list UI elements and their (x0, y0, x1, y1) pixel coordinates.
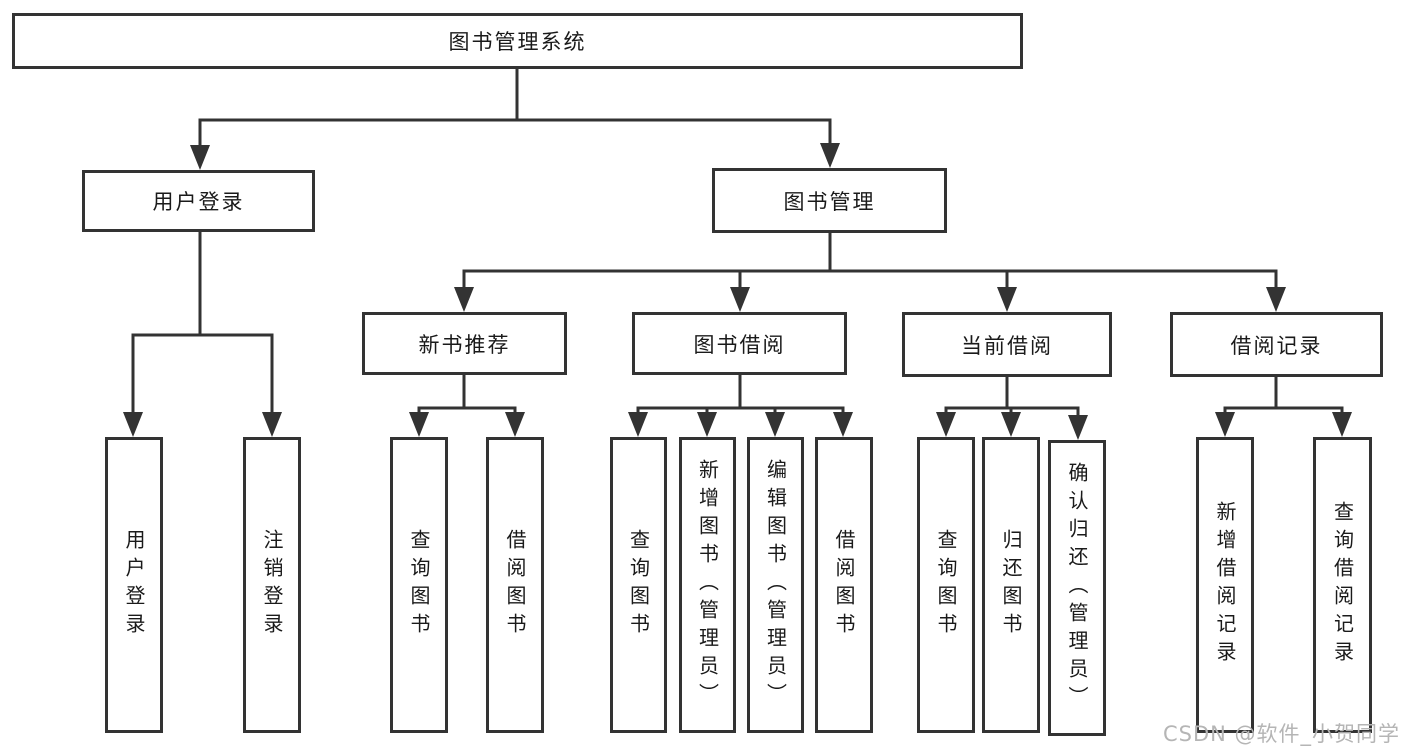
edge-records-tee (1223, 406, 1344, 414)
arrowhead-icon (730, 287, 750, 312)
arrowhead-icon (1215, 412, 1235, 437)
leaf-logout: 注销登录 (243, 437, 301, 733)
edge-bookmgmt-tee (462, 269, 1278, 292)
node-user-login: 用户登录 (82, 170, 315, 232)
arrowhead-icon (833, 412, 853, 437)
leaf-add-borrow-record: 新增借阅记录 (1196, 437, 1254, 733)
leaf-borrow-books-newbooks: 借阅图书 (486, 437, 544, 733)
leaf-edit-book-admin: 编辑图书（管理员） (747, 437, 804, 733)
arrowhead-icon (697, 412, 717, 437)
node-book-borrow: 图书借阅 (632, 312, 847, 375)
leaf-query-books-current: 查询图书 (917, 437, 975, 733)
node-borrow-records: 借阅记录 (1170, 312, 1383, 377)
edge-userlogin-tee (131, 333, 274, 415)
edge-bookborrow-tee (636, 406, 845, 414)
node-current-borrow: 当前借阅 (902, 312, 1112, 377)
leaf-confirm-return-admin: 确认归还（管理员） (1048, 440, 1106, 736)
arrowhead-icon (1001, 412, 1021, 437)
arrowhead-icon (820, 143, 840, 168)
arrowhead-icon (262, 412, 282, 437)
node-new-book-recommend: 新书推荐 (362, 312, 567, 375)
leaf-query-borrow-record: 查询借阅记录 (1313, 437, 1372, 733)
arrowhead-icon (409, 412, 429, 437)
node-library-management-system: 图书管理系统 (12, 13, 1023, 69)
arrowhead-icon (997, 287, 1017, 312)
arrowhead-icon (123, 412, 143, 437)
arrowhead-icon (1332, 412, 1352, 437)
arrowhead-icon (936, 412, 956, 437)
arrowhead-icon (628, 412, 648, 437)
arrowhead-icon (190, 145, 210, 170)
leaf-query-books-borrow: 查询图书 (610, 437, 667, 733)
edge-newbooks-tee (417, 406, 517, 415)
arrowhead-icon (454, 287, 474, 312)
arrowhead-icon (1266, 287, 1286, 312)
edge-root-tee (198, 118, 832, 148)
leaf-user-login: 用户登录 (105, 437, 163, 733)
arrowhead-icon (1068, 415, 1088, 440)
leaf-return-books: 归还图书 (982, 437, 1040, 733)
leaf-borrow-books-borrow: 借阅图书 (815, 437, 873, 733)
arrowhead-icon (505, 412, 525, 437)
leaf-query-books-newbooks: 查询图书 (390, 437, 448, 733)
node-book-management: 图书管理 (712, 168, 947, 233)
leaf-add-book-admin: 新增图书（管理员） (679, 437, 736, 733)
arrowhead-icon (765, 412, 785, 437)
